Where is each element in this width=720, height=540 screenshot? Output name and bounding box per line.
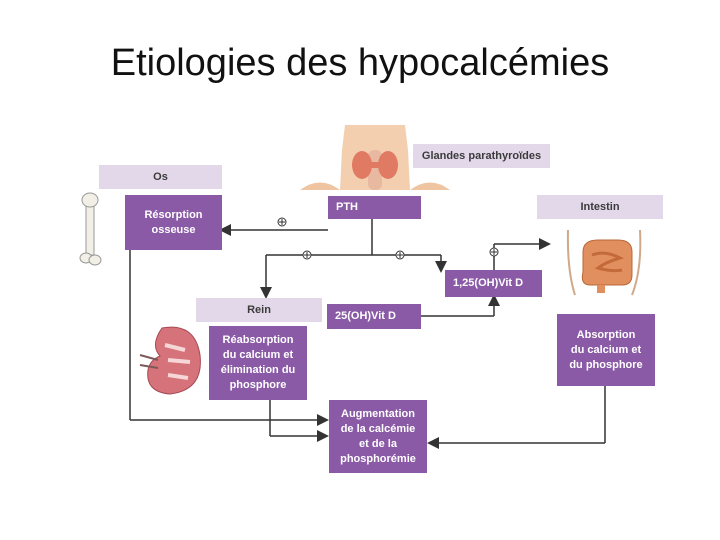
intestine-illustration	[566, 229, 642, 296]
box-augmentation: Augmentation de la calcémie et de la pho…	[329, 400, 427, 473]
connector-lines	[129, 219, 606, 449]
plus-markers	[277, 217, 499, 260]
bone-illustration	[79, 192, 102, 266]
box-vitd-125: 1,25(OH)Vit D	[445, 270, 542, 297]
page-title: Etiologies des hypocalcémies	[110, 42, 610, 84]
label-glandes-parathyroides: Glandes parathyroïdes	[413, 144, 550, 168]
label-rein: Rein	[196, 298, 322, 322]
box-resorption-osseuse: Résorption osseuse	[125, 195, 222, 250]
neck-thyroid-illustration	[300, 125, 450, 190]
box-pth: PTH	[328, 196, 421, 219]
label-intestin: Intestin	[537, 195, 663, 219]
box-absorption: Absorption du calcium et du phosphore	[557, 314, 655, 386]
box-vitd-25: 25(OH)Vit D	[327, 304, 421, 329]
label-os: Os	[99, 165, 222, 189]
box-reabsorption: Réabsorption du calcium et élimination d…	[209, 326, 307, 400]
kidney-illustration	[139, 326, 201, 395]
